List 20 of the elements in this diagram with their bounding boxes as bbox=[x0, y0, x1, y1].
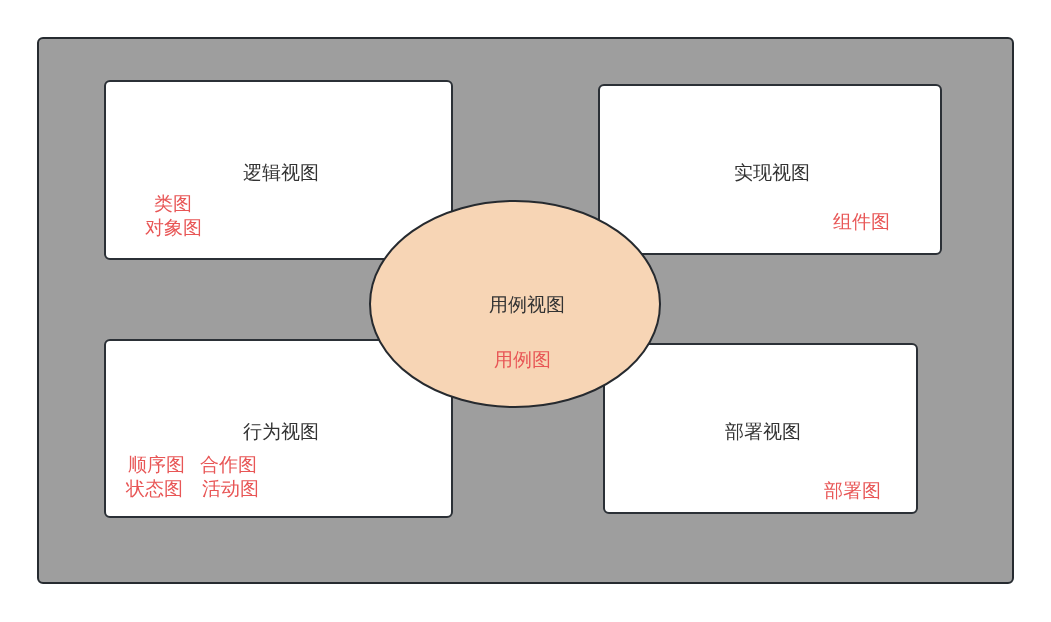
diagram-type-label: 顺序图 bbox=[127, 454, 185, 476]
view-box bbox=[598, 84, 942, 255]
diagram-type-label: 用例图 bbox=[493, 349, 551, 371]
view-title: 逻辑视图 bbox=[243, 162, 319, 184]
view-box bbox=[104, 339, 453, 518]
view-title: 用例视图 bbox=[489, 294, 565, 316]
view-title: 实现视图 bbox=[734, 162, 810, 184]
background-panel bbox=[37, 37, 1014, 584]
diagram-type-label: 部署图 bbox=[823, 480, 881, 502]
view-box bbox=[603, 343, 918, 514]
diagram-type-label: 活动图 bbox=[201, 478, 259, 500]
view-box bbox=[104, 80, 453, 260]
diagram-type-label: 组件图 bbox=[832, 211, 890, 233]
diagram-type-label: 状态图 bbox=[125, 478, 183, 500]
view-title: 部署视图 bbox=[725, 421, 801, 443]
view-title: 行为视图 bbox=[243, 421, 319, 443]
ellipse-node bbox=[369, 200, 661, 408]
diagram-type-label: 合作图 bbox=[199, 454, 257, 476]
diagram-type-label: 对象图 bbox=[144, 217, 202, 239]
diagram-type-label: 类图 bbox=[154, 193, 192, 215]
